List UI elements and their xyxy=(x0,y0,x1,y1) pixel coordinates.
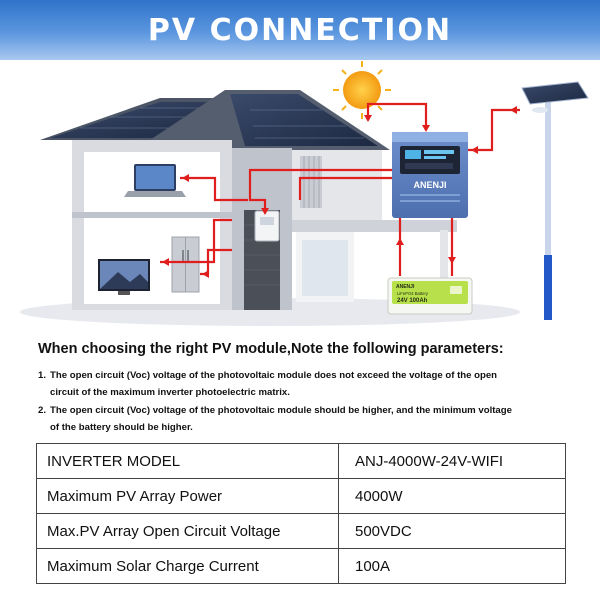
spec-value: 100A xyxy=(338,548,566,584)
battery-brand-label: ANENJI xyxy=(396,284,415,290)
wire-arrows xyxy=(162,106,517,278)
title-banner: PV CONNECTION xyxy=(0,0,600,60)
inverter-spec-table: INVERTER MODEL ANJ-4000W-24V-WIFI Maximu… xyxy=(36,443,566,584)
table-row: Maximum Solar Charge Current 100A xyxy=(36,548,566,584)
battery-type-label: LiFePO4 Battery xyxy=(397,291,429,296)
note-line: The open circuit (Voc) voltage of the ph… xyxy=(50,370,498,381)
parameters-heading: When choosing the right PV module,Note t… xyxy=(38,341,504,357)
spec-label: Maximum PV Array Power xyxy=(36,478,339,514)
page-title: PV CONNECTION xyxy=(147,12,453,48)
house-illustration xyxy=(40,90,457,310)
pv-connection-illustration: ANENJI ANENJI LiFePO4 Battery 24V 100Ah xyxy=(20,61,589,326)
note-line: of the battery should be higher. xyxy=(50,422,193,433)
spec-value: 4000W xyxy=(338,478,566,514)
note-item-2: 2.The open circuit (Voc) voltage of the … xyxy=(38,402,578,436)
table-row: Max.PV Array Open Circuit Voltage 500VDC xyxy=(36,513,566,549)
note-line: circuit of the maximum inverter photoele… xyxy=(50,387,290,398)
spec-value: 500VDC xyxy=(338,513,566,549)
wiring xyxy=(160,102,520,276)
note-item-1: 1.The open circuit (Voc) voltage of the … xyxy=(38,367,578,401)
laptop-icon xyxy=(124,164,186,197)
note-number: 1. xyxy=(38,370,47,381)
tv-icon xyxy=(98,259,150,295)
inverter-icon: ANENJI xyxy=(392,132,468,218)
spec-label: Maximum Solar Charge Current xyxy=(36,548,339,584)
note-number: 2. xyxy=(38,405,47,416)
battery-icon: ANENJI LiFePO4 Battery 24V 100Ah xyxy=(387,277,473,315)
table-row: Maximum PV Array Power 4000W xyxy=(36,478,566,514)
fridge-icon xyxy=(171,236,200,293)
center-solar-panels xyxy=(230,94,378,146)
battery-capacity-label: 24V 100Ah xyxy=(397,298,428,304)
note-line: The open circuit (Voc) voltage of the ph… xyxy=(50,405,512,416)
spec-label: Max.PV Array Open Circuit Voltage xyxy=(36,513,339,549)
inverter-brand-label: ANENJI xyxy=(413,180,446,190)
solar-street-lamp-icon xyxy=(521,81,589,320)
sun-icon xyxy=(333,61,391,119)
spec-label: INVERTER MODEL xyxy=(36,443,339,479)
table-row: INVERTER MODEL ANJ-4000W-24V-WIFI xyxy=(36,443,566,479)
spec-value: ANJ-4000W-24V-WIFI xyxy=(338,443,566,479)
meter-box-icon xyxy=(254,210,280,242)
